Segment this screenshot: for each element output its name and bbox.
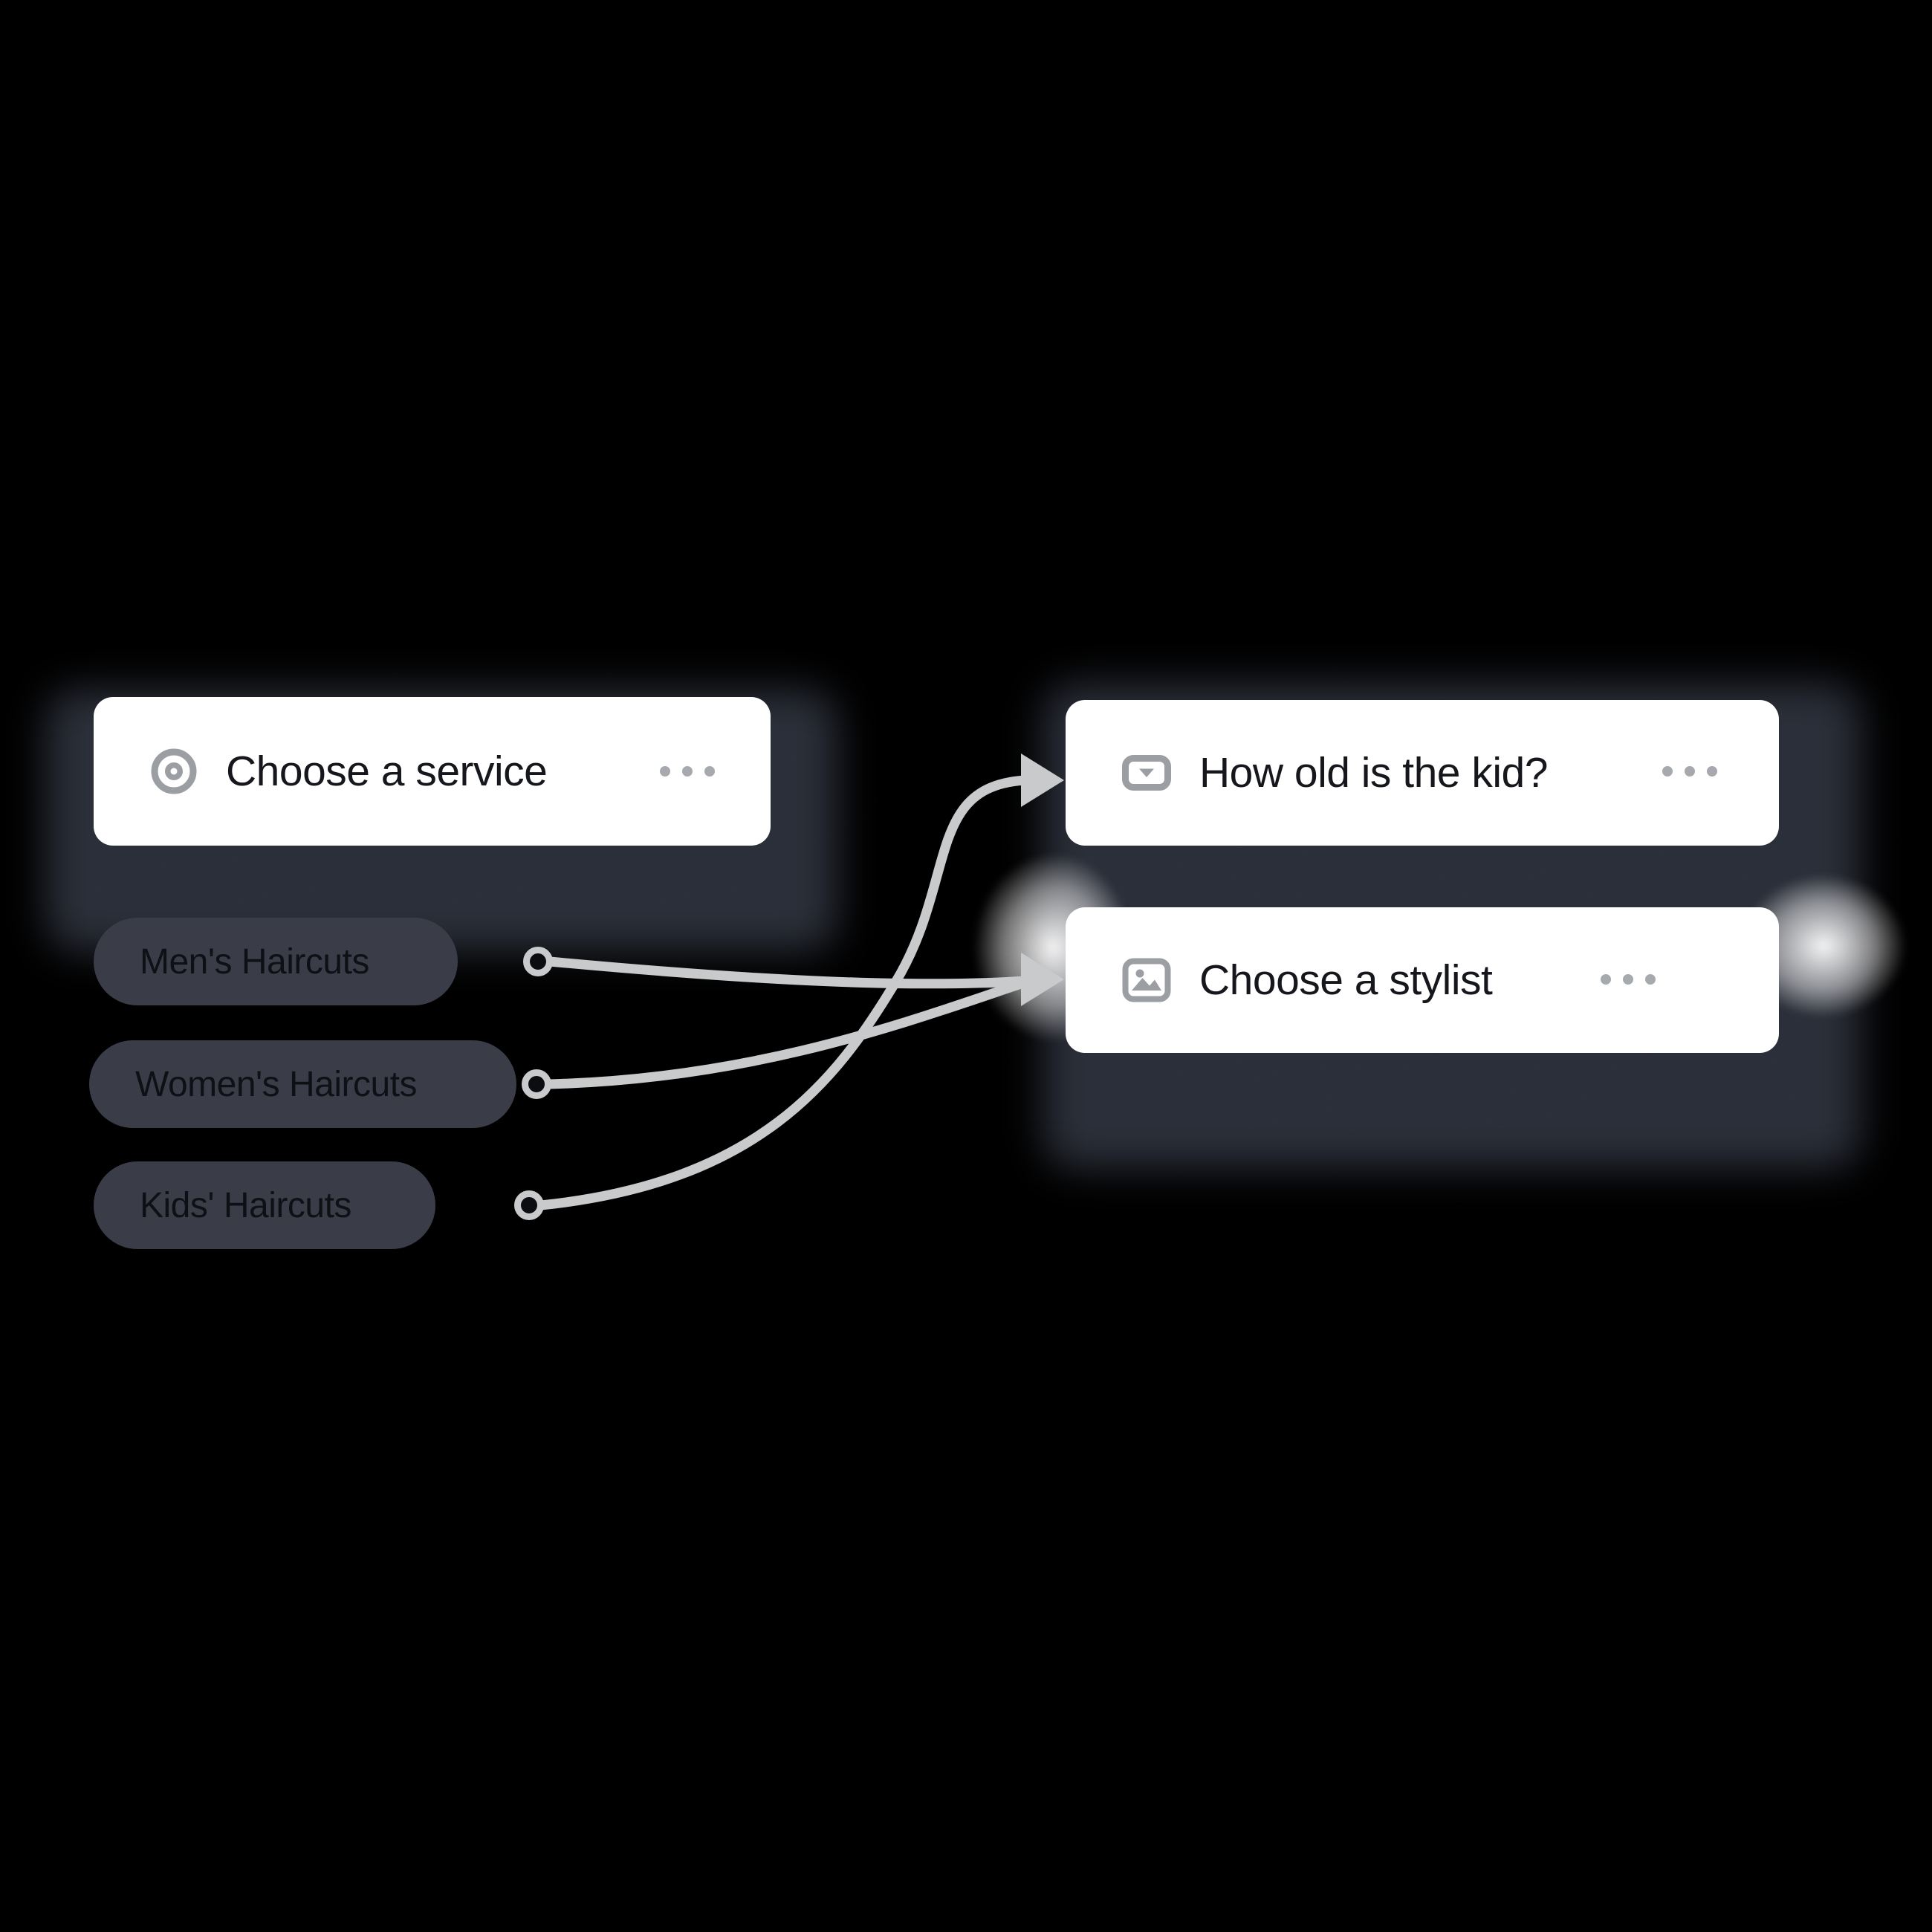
node-title: How old is the kid?	[1199, 749, 1548, 797]
node-choose-a-service[interactable]: Choose a service	[94, 697, 771, 846]
option-pill-womens-haircuts[interactable]: Women's Haircuts	[89, 1040, 516, 1128]
node-title: Choose a service	[226, 748, 548, 795]
ellipsis-icon[interactable]	[660, 766, 715, 777]
node-how-old-is-the-kid[interactable]: How old is the kid?	[1066, 700, 1779, 846]
port-kids-haircuts[interactable]	[514, 1190, 544, 1220]
arrowhead-stylist	[1021, 953, 1064, 1006]
ellipsis-icon[interactable]	[1601, 974, 1656, 985]
option-label: Kids' Haircuts	[140, 1185, 351, 1225]
image-icon	[1122, 958, 1171, 1002]
node-title: Choose a stylist	[1199, 956, 1493, 1004]
wire-mens-to-stylist[interactable]	[545, 956, 1031, 989]
arrowhead-kid-age	[1021, 753, 1064, 807]
port-womens-haircuts[interactable]	[522, 1069, 551, 1099]
dropdown-select-icon	[1122, 755, 1171, 791]
node-choose-a-stylist[interactable]: Choose a stylist	[1066, 907, 1779, 1053]
port-mens-haircuts[interactable]	[523, 947, 553, 976]
wire-womens-to-stylist[interactable]	[543, 977, 1031, 1089]
target-icon	[150, 748, 198, 795]
option-label: Women's Haircuts	[135, 1064, 418, 1104]
ellipsis-icon[interactable]	[1662, 766, 1717, 777]
wire-kids-to-kid-age[interactable]	[536, 775, 1031, 1210]
option-label: Men's Haircuts	[140, 941, 369, 982]
option-pill-kids-haircuts[interactable]: Kids' Haircuts	[94, 1161, 435, 1249]
option-pill-mens-haircuts[interactable]: Men's Haircuts	[94, 918, 458, 1005]
